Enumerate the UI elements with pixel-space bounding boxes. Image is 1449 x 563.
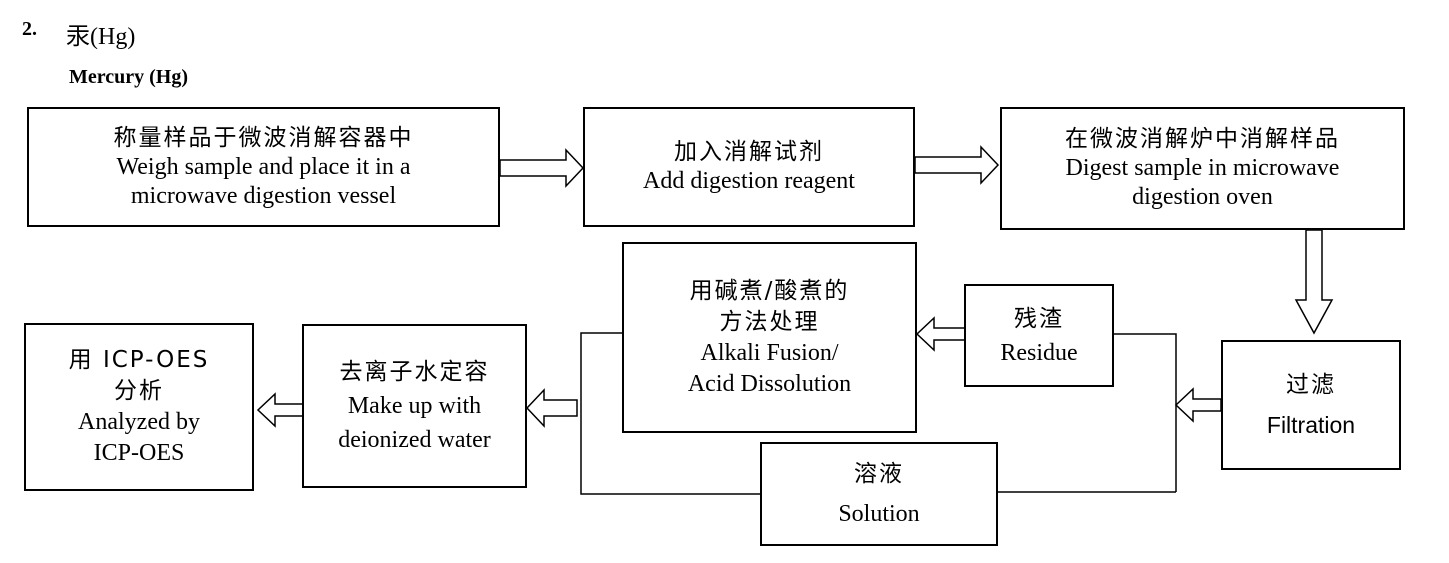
step-add-reagent-en-line: Add digestion reagent [643,168,855,194]
step-solution: 溶液 Solution [760,442,998,546]
arrow-merge-to-makeup [525,388,578,428]
step-fusion-zh: 用碱煮/酸煮的 方法处理 [690,276,850,338]
arrow-residue-to-fusion [915,316,966,352]
step-make-up: 去离子水定容 Make up with deionized water [302,324,527,488]
arrow-makeup-to-analyze [256,392,304,428]
step-fusion-en-line: Acid Dissolution [687,370,852,397]
step-residue-en: Residue [1000,336,1077,370]
step-analyze-zh-line: 分析 [113,378,164,404]
step-solution-en-line: Solution [838,501,920,527]
step-digest: 在微波消解炉中消解样品 Digest sample in microwave d… [1000,107,1405,230]
step-add-reagent-zh: 加入消解试剂 [674,139,824,165]
step-filtration-zh: 过滤 [1286,372,1336,398]
step-fusion-en: Alkali Fusion/ Acid Dissolution [688,338,851,400]
step-solution-zh: 溶液 [854,461,904,487]
step-weigh-sample-en-line: microwave digestion vessel [130,182,397,209]
step-analyze-zh-line: 用 ICP-OES [68,347,210,373]
step-make-up-en: Make up with deionized water [338,389,491,457]
line-to-residue [1113,333,1177,492]
step-fusion-zh-line: 方法处理 [719,308,820,335]
step-digest-en-line: Digest sample in microwave [1065,155,1340,181]
step-make-up-en-line: deionized water [338,427,491,453]
step-residue: 残渣 Residue [964,284,1114,387]
step-make-up-en-line: Make up with [347,393,482,419]
arrow-weigh-to-reagent [499,148,585,188]
step-weigh-sample-en-line: Weigh sample and place it in a [116,153,411,180]
step-digest-zh: 在微波消解炉中消解样品 [1065,126,1340,152]
step-filtration-en: Filtration [1267,405,1355,445]
arrow-reagent-to-digest [914,145,1000,185]
step-make-up-zh: 去离子水定容 [339,359,490,385]
step-residue-en-line: Residue [1000,339,1078,366]
step-weigh-sample-en: Weigh sample and place it in a microwave… [117,153,411,211]
step-solution-en: Solution [838,494,919,534]
step-digest-en-line: digestion oven [1132,184,1273,210]
arrow-digest-to-filtration [1294,229,1334,335]
step-analyze-en-line: ICP-OES [93,440,185,466]
section-number: 2. [22,18,37,40]
line-from-fusion [580,332,760,495]
step-weigh-sample: 称量样品于微波消解容器中 Weigh sample and place it i… [27,107,500,227]
step-digest-en: Digest sample in microwave digestion ove… [1066,154,1340,212]
step-residue-zh: 残渣 [1014,305,1064,332]
step-filtration-en-line: Filtration [1266,412,1356,438]
step-fusion-en-line: Alkali Fusion/ [700,339,839,366]
section-subtitle: Mercury (Hg) [69,66,189,88]
step-add-reagent-en: Add digestion reagent [643,167,855,196]
step-analyze: 用 ICP-OES 分析 Analyzed by ICP-OES [24,323,254,491]
step-analyze-en: Analyzed by ICP-OES [78,407,200,469]
step-filtration: 过滤 Filtration [1221,340,1401,470]
section-title: 汞(Hg) [66,24,136,50]
arrow-filtration-to-split [1174,387,1222,423]
step-fusion: 用碱煮/酸煮的 方法处理 Alkali Fusion/ Acid Dissolu… [622,242,917,433]
step-analyze-en-line: Analyzed by [78,409,200,435]
step-fusion-zh-line: 用碱煮/酸煮的 [689,277,850,304]
step-add-reagent: 加入消解试剂 Add digestion reagent [583,107,915,227]
step-analyze-zh: 用 ICP-OES 分析 [69,345,210,407]
step-weigh-sample-zh: 称量样品于微波消解容器中 [113,124,414,151]
